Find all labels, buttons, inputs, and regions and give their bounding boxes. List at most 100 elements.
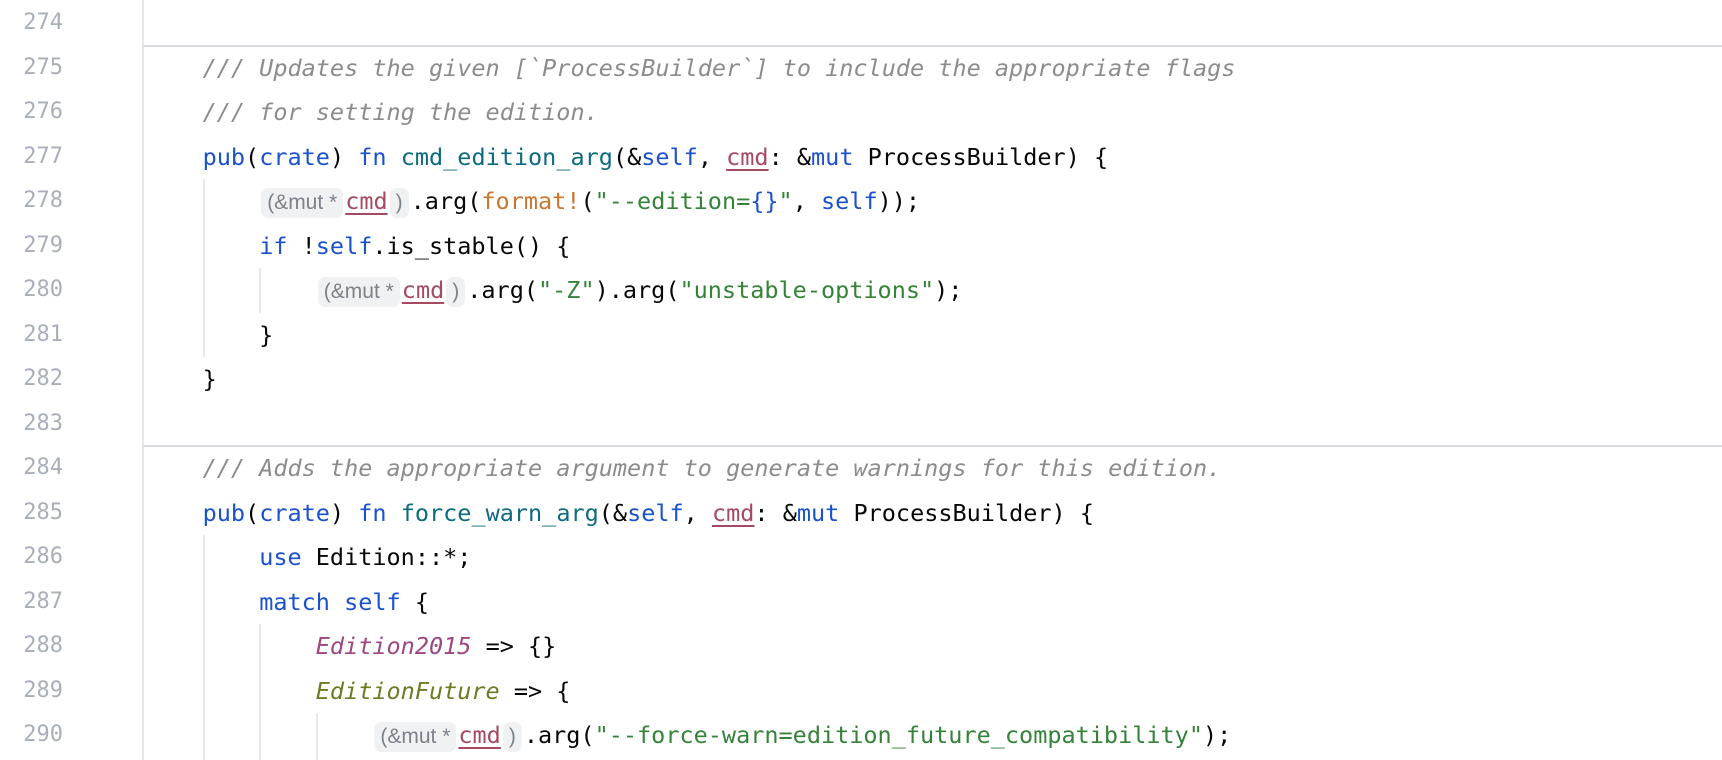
code-text: if !self.is_stable() { (146, 224, 570, 269)
token-kw: crate (259, 498, 330, 527)
token-p: ! (287, 231, 316, 260)
token-p: ( (580, 187, 595, 215)
token-p (146, 632, 316, 660)
token-p: => {} (471, 632, 557, 660)
indent-guide (259, 268, 261, 313)
line-number[interactable]: 290 (23, 722, 63, 747)
token-p: (& (612, 142, 642, 171)
code-text: /// Updates the given [`ProcessBuilder`]… (146, 46, 1236, 91)
token-p: ) (329, 498, 359, 527)
token-p: )); (877, 187, 921, 215)
token-mut: cmd (711, 498, 755, 527)
inlay-hint[interactable]: ) (502, 722, 522, 752)
line-number[interactable]: 288 (23, 633, 63, 658)
line-number[interactable]: 276 (23, 99, 63, 124)
token-efut: EditionFuture (315, 676, 500, 705)
inlay-hint[interactable]: (&mut * (374, 722, 457, 752)
token-mut: cmd (458, 721, 501, 749)
token-p: { (400, 587, 429, 616)
line-number[interactable]: 278 (23, 188, 63, 213)
token-p: , (697, 142, 727, 171)
code-line-286[interactable]: 286 use Edition::*; (0, 535, 1722, 580)
line-number[interactable]: 282 (23, 366, 63, 391)
indent-guide (259, 624, 261, 760)
token-p (387, 499, 401, 527)
code-line-274[interactable]: 274 (0, 1, 1722, 46)
line-number[interactable]: 284 (23, 455, 63, 480)
line-number[interactable]: 275 (23, 54, 63, 80)
token-str: "-Z" (538, 276, 595, 304)
code-line-287[interactable]: 287 match self { (0, 580, 1722, 625)
code-line-280[interactable]: 280 (&mut *cmd).arg("-Z").arg("unstable-… (0, 268, 1722, 313)
line-number[interactable]: 285 (23, 499, 63, 525)
line-number[interactable]: 277 (23, 143, 63, 169)
code-line-277[interactable]: 277 pub(crate) fn cmd_edition_arg(&self,… (0, 135, 1722, 180)
code-line-278[interactable]: 278 (&mut *cmd).arg(format!("--edition={… (0, 179, 1722, 224)
line-number[interactable]: 286 (23, 544, 63, 569)
code-line-290[interactable]: 290 (&mut *cmd).arg("--force-warn=editio… (0, 713, 1722, 758)
token-str: "--force-warn=edition_future_compatibili… (594, 721, 1203, 749)
code-line-285[interactable]: 285 pub(crate) fn force_warn_arg(&self, … (0, 491, 1722, 536)
token-p: } (146, 365, 217, 393)
token-p: ( (245, 498, 260, 527)
token-kw: self (821, 187, 878, 215)
token-p: : & (754, 498, 797, 527)
token-p (146, 98, 203, 126)
code-line-284[interactable]: 284 /// Adds the appropriate argument to… (0, 446, 1722, 491)
token-com: /// for setting the edition. (202, 98, 599, 126)
code-line-289[interactable]: 289 EditionFuture => { (0, 669, 1722, 714)
code-text: /// Adds the appropriate argument to gen… (146, 446, 1222, 491)
token-e15: Edition2015 (315, 632, 472, 660)
inlay-hint[interactable]: ) (389, 188, 409, 218)
indent-guide (203, 179, 205, 357)
token-p: ) (329, 142, 359, 171)
code-line-282[interactable]: 282 } (0, 357, 1722, 402)
line-number[interactable]: 281 (23, 321, 63, 347)
code-line-288[interactable]: 288 Edition2015 => {} (0, 624, 1722, 669)
token-p: (& (598, 498, 628, 527)
token-kw: self (315, 231, 373, 260)
indent-guide (203, 535, 205, 760)
code-line-283[interactable]: 283 (0, 402, 1722, 447)
token-str: " (778, 187, 793, 215)
code-line-276[interactable]: 276 /// for setting the edition. (0, 90, 1722, 135)
code-text: (&mut *cmd).arg("--force-warn=edition_fu… (146, 713, 1231, 758)
line-number[interactable]: 279 (23, 232, 63, 258)
token-kw: pub (202, 142, 246, 171)
line-number[interactable]: 274 (23, 10, 63, 35)
token-p (146, 588, 259, 616)
token-p (146, 721, 372, 749)
code-text: pub(crate) fn force_warn_arg(&self, cmd:… (146, 491, 1094, 536)
line-number[interactable]: 289 (23, 677, 63, 703)
code-text: } (146, 313, 273, 358)
token-mut: cmd (401, 276, 445, 304)
code-line-281[interactable]: 281 } (0, 313, 1722, 358)
token-kw: self (344, 587, 401, 616)
token-p: , (792, 187, 821, 215)
token-mut: cmd (726, 142, 769, 171)
code-line-279[interactable]: 279 if !self.is_stable() { (0, 224, 1722, 269)
code-text: (&mut *cmd).arg(format!("--edition={}", … (146, 179, 920, 224)
token-p (146, 54, 203, 82)
token-p: .arg( (467, 276, 538, 304)
code-line-275[interactable]: 275 /// Updates the given [`ProcessBuild… (0, 46, 1722, 91)
token-p: .arg( (523, 721, 595, 749)
token-com: /// Updates the given [`ProcessBuilder`]… (202, 53, 1236, 82)
gutter-separator (142, 0, 144, 760)
inlay-hint[interactable]: (&mut * (261, 188, 344, 218)
line-number[interactable]: 287 (23, 588, 63, 614)
token-p (146, 276, 316, 304)
token-kw: fn (358, 498, 387, 527)
indent-guide (316, 713, 318, 760)
inlay-hint[interactable]: (&mut * (317, 277, 400, 307)
token-p (146, 454, 203, 482)
line-number[interactable]: 283 (23, 410, 63, 436)
token-kw: fn (358, 142, 387, 171)
token-kw: self (641, 142, 698, 171)
token-p (387, 143, 401, 171)
token-kw: pub (202, 498, 246, 527)
inlay-hint[interactable]: ) (446, 277, 466, 307)
line-number[interactable]: 280 (23, 277, 63, 302)
code-text: EditionFuture => { (146, 669, 571, 714)
